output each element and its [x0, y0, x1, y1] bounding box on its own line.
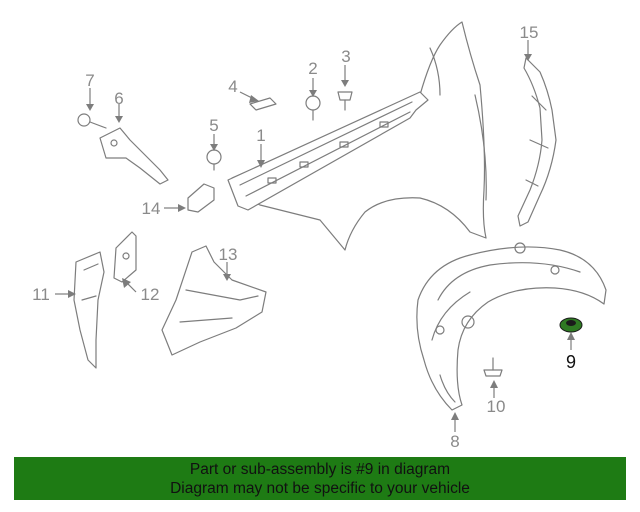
fastener-4 [249, 97, 277, 111]
part-12-bracket [113, 231, 137, 283]
callout-4: 4 [228, 77, 237, 96]
fastener-7 [77, 113, 107, 129]
fastener-5 [206, 149, 222, 171]
banner-line-1: Part or sub-assembly is #9 in diagram [189, 461, 451, 478]
callout-1: 1 [256, 126, 265, 145]
part-14-clip [187, 183, 215, 213]
fastener-2 [305, 95, 321, 121]
part-8-wheel-liner [416, 242, 607, 411]
part-6-bracket [99, 127, 169, 185]
callout-10: 10 [487, 397, 506, 416]
callout-9: 9 [566, 352, 576, 372]
callout-5: 5 [209, 116, 218, 135]
callout-14: 14 [142, 199, 161, 218]
callout-2: 2 [308, 59, 317, 78]
callout-13: 13 [219, 245, 238, 264]
callout-12: 12 [141, 285, 160, 304]
callout-11: 11 [32, 285, 50, 304]
banner-line-2: Diagram may not be specific to your vehi… [170, 480, 470, 497]
info-banner: Part or sub-assembly is #9 in diagram Di… [14, 457, 626, 500]
callout-15: 15 [520, 23, 539, 42]
parts-diagram: 1 2 3 4 5 6 7 8 9 10 11 12 13 14 15 [32, 21, 607, 451]
part-11-bracket [73, 251, 105, 369]
callout-8: 8 [450, 432, 459, 451]
part-15-bracket [517, 57, 557, 227]
part-1-rail [227, 91, 429, 211]
part-9-highlighted [559, 317, 583, 333]
leader-lines [55, 40, 575, 432]
part-13-shield [161, 245, 267, 356]
callout-6: 6 [114, 89, 123, 108]
callout-7: 7 [85, 71, 94, 90]
callout-3: 3 [341, 47, 350, 66]
fastener-3 [337, 91, 353, 111]
fastener-10 [483, 357, 503, 377]
